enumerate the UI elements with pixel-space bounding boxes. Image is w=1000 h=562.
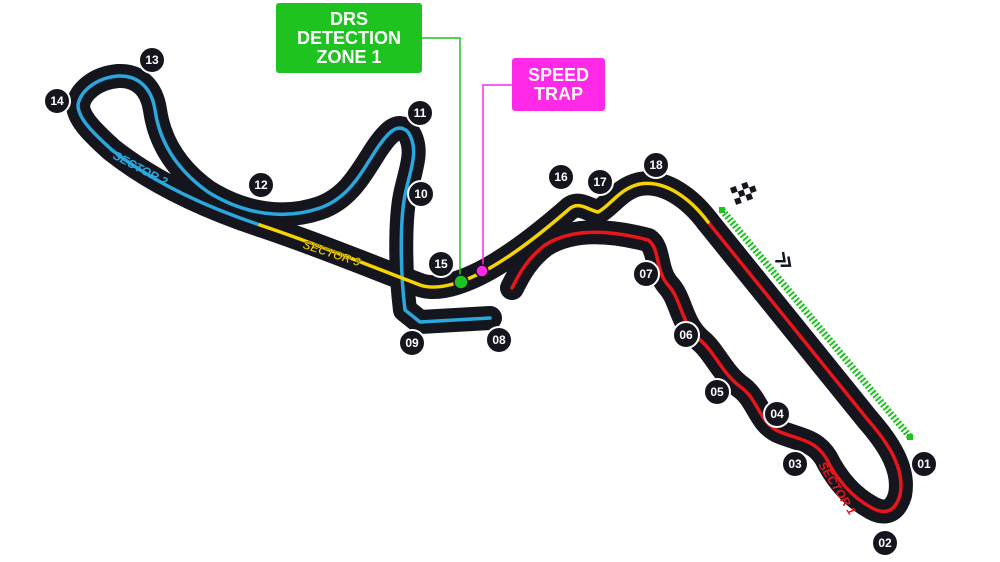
svg-text:09: 09: [405, 336, 419, 350]
turn-labels: 01 02 03 04 05 06 07 08 09 10 11 12 13 1…: [43, 46, 938, 557]
turn-14: 14: [43, 87, 71, 115]
pit-lane-line: [719, 207, 913, 440]
turn-01: 01: [910, 450, 938, 478]
svg-text:12: 12: [254, 178, 268, 192]
turn-05: 05: [703, 378, 731, 406]
turn-18: 18: [642, 151, 670, 179]
checkered-flag-icon: [730, 179, 759, 205]
turn-16: 16: [547, 163, 575, 191]
turn-03: 03: [781, 450, 809, 478]
svg-text:11: 11: [414, 106, 427, 120]
drs-detection-point: [453, 274, 469, 290]
svg-text:17: 17: [593, 175, 607, 189]
turn-15: 15: [427, 250, 455, 278]
pit-lane-start-marker: [719, 207, 725, 213]
turn-09: 09: [398, 329, 426, 357]
turn-02: 02: [871, 529, 899, 557]
drs-leader-line: [422, 37, 461, 282]
svg-text:10: 10: [414, 187, 428, 201]
svg-text:14: 14: [50, 94, 64, 108]
svg-text:16: 16: [554, 170, 568, 184]
track-base: [66, 64, 913, 524]
turn-13: 13: [138, 46, 166, 74]
turn-11: 11: [406, 99, 434, 127]
turn-07: 07: [632, 260, 660, 288]
speed-trap-point: [475, 264, 489, 278]
svg-text:05: 05: [710, 385, 724, 399]
svg-text:06: 06: [679, 328, 693, 342]
pit-lane-end-marker: [907, 434, 913, 440]
svg-text:18: 18: [649, 158, 663, 172]
turn-10: 10: [407, 180, 435, 208]
turn-12: 12: [247, 171, 275, 199]
turn-04: 04: [763, 400, 791, 428]
drs-detection-zone-callout: DRS DETECTION ZONE 1: [276, 3, 422, 73]
svg-text:15: 15: [434, 257, 448, 271]
svg-text:03: 03: [788, 457, 802, 471]
svg-text:08: 08: [492, 333, 506, 347]
turn-08: 08: [485, 326, 513, 354]
double-chevron-right-icon: [775, 251, 792, 267]
turn-06: 06: [672, 321, 700, 349]
turn-17: 17: [586, 168, 614, 196]
svg-text:07: 07: [639, 267, 653, 281]
svg-text:01: 01: [917, 457, 931, 471]
speed-trap-callout: SPEED TRAP: [512, 58, 605, 111]
svg-text:02: 02: [878, 536, 892, 550]
svg-text:04: 04: [770, 407, 784, 421]
svg-text:13: 13: [145, 53, 159, 67]
speed-trap-leader-line: [482, 84, 512, 270]
